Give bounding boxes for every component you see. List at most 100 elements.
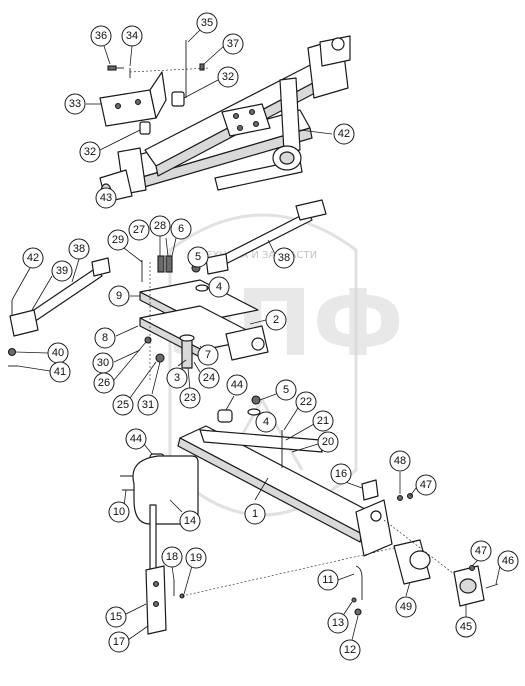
svg-text:34: 34 <box>126 30 138 42</box>
hitch-pin-vertical <box>181 337 193 369</box>
svg-text:27: 27 <box>133 224 145 236</box>
leader-36 <box>103 45 111 65</box>
callout-11: 11 <box>317 569 339 591</box>
leader-42a <box>299 129 333 135</box>
callout-6: 6 <box>170 218 192 240</box>
svg-text:21: 21 <box>317 415 329 427</box>
watermark-shield <box>168 213 358 517</box>
leader-23 <box>187 367 191 391</box>
svg-text:44: 44 <box>130 433 142 445</box>
leader-39 <box>31 275 53 311</box>
svg-text:30: 30 <box>97 357 109 369</box>
main-beam-end-hole <box>370 510 382 522</box>
callout-26: 26 <box>93 372 115 394</box>
callout-13: 13 <box>327 612 349 634</box>
nut-5-lower <box>251 395 261 405</box>
drawbar-right-eye <box>295 199 327 221</box>
svg-text:31: 31 <box>142 399 154 411</box>
mount-bolt-3 <box>236 124 244 132</box>
svg-text:39: 39 <box>56 265 68 277</box>
leader-19 <box>183 565 193 595</box>
main-beam-end-bracket <box>355 499 393 557</box>
svg-text:36: 36 <box>95 30 107 42</box>
callout-49: 49 <box>395 596 417 618</box>
svg-text:47: 47 <box>475 545 487 557</box>
svg-text:48: 48 <box>394 455 406 467</box>
leader-44a <box>225 395 235 411</box>
leader-47b <box>471 559 479 567</box>
callout-17: 17 <box>108 631 130 653</box>
callout-30: 30 <box>92 352 114 374</box>
svg-text:9: 9 <box>116 290 122 302</box>
leader-44b <box>143 443 153 455</box>
leader-8 <box>115 325 139 337</box>
svg-text:5: 5 <box>283 384 289 396</box>
callout-37: 37 <box>222 33 244 55</box>
mount-bolt-1 <box>232 112 240 120</box>
callout-42a: 42 <box>333 123 355 145</box>
leader-1 <box>254 477 269 501</box>
frame-brace <box>279 77 301 153</box>
callout-12: 12 <box>339 639 361 661</box>
svg-text:18: 18 <box>166 551 178 563</box>
drawbar-left-eye <box>91 257 111 277</box>
callout-5b: 5 <box>275 379 297 401</box>
leader-46 <box>495 565 501 585</box>
jack-post-hole-2 <box>152 600 160 608</box>
svg-text:6: 6 <box>178 223 184 235</box>
svg-text:10: 10 <box>113 506 125 518</box>
hitch-pin-head <box>179 334 195 342</box>
leader-25 <box>129 361 157 399</box>
leader-17 <box>127 625 149 641</box>
svg-text:41: 41 <box>54 366 66 378</box>
leader-41 <box>17 365 51 372</box>
leader-5b <box>259 393 277 401</box>
mount-bolt-2 <box>248 108 256 116</box>
post-14 <box>149 504 157 570</box>
svg-text:49: 49 <box>400 601 412 613</box>
side-bracket-hole-2 <box>134 98 142 106</box>
top-frame-assembly <box>99 35 351 203</box>
side-bracket-flange <box>149 71 167 119</box>
svg-text:24: 24 <box>203 372 215 384</box>
callout-29: 29 <box>107 229 129 251</box>
svg-text:7: 7 <box>205 349 211 361</box>
callout-7: 7 <box>197 344 219 366</box>
callout-39: 39 <box>51 260 73 282</box>
bolt-27 <box>165 255 173 273</box>
nut-31 <box>155 353 165 363</box>
jack-post-assembly <box>145 565 185 635</box>
bushing-upper <box>171 91 185 107</box>
callout-48: 48 <box>389 450 411 472</box>
leader-14 <box>169 499 183 513</box>
callout-35: 35 <box>196 12 218 34</box>
callout-22: 22 <box>295 391 317 413</box>
svg-text:3: 3 <box>174 372 180 384</box>
svg-text:42: 42 <box>27 252 39 264</box>
bolt-28 <box>157 255 165 273</box>
leader-13 <box>343 601 353 615</box>
svg-text:46: 46 <box>502 555 514 567</box>
svg-text:15: 15 <box>110 611 122 623</box>
callout-40: 40 <box>47 342 69 364</box>
callout-9: 9 <box>108 285 130 307</box>
svg-text:38: 38 <box>73 243 85 255</box>
main-beam-side <box>177 437 363 543</box>
svg-text:42: 42 <box>338 128 350 140</box>
washer-26 <box>144 336 152 344</box>
main-beam-front-plate <box>199 429 323 453</box>
callout-45: 45 <box>455 616 477 638</box>
leader-2 <box>249 319 267 325</box>
svg-text:16: 16 <box>335 468 347 480</box>
jack-post <box>145 565 167 635</box>
assembly-line-bottom <box>181 547 395 597</box>
leader-42b <box>11 267 31 301</box>
callout-27: 27 <box>128 219 150 241</box>
callout-2: 2 <box>265 309 287 331</box>
leader-47a <box>409 487 417 497</box>
callout-31: 31 <box>137 394 159 416</box>
leader-40 <box>15 351 49 354</box>
leader-21 <box>285 423 315 441</box>
callout-18: 18 <box>161 546 183 568</box>
nut-12 <box>354 608 362 616</box>
